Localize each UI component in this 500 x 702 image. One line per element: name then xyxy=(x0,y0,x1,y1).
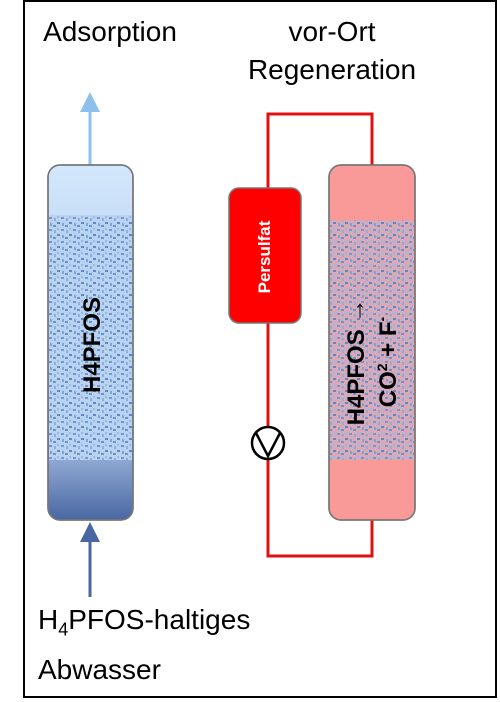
right-column-label-line1: H4PFOS → xyxy=(343,299,370,426)
regeneration-heading-line2: Regeneration xyxy=(247,54,417,85)
pump-icon xyxy=(250,425,286,461)
right-column-label-line2: CO2 + F- xyxy=(374,316,402,407)
inflow-label-line1: H4PFOS-haltiges xyxy=(38,604,251,640)
outflow-arrow xyxy=(80,92,100,165)
adsorption-heading: Adsorption xyxy=(43,16,177,47)
inflow-label-line2: Abwasser xyxy=(38,653,161,685)
persulfat-tank xyxy=(228,187,302,324)
adsorption-column xyxy=(47,164,134,521)
persulfat-label: Persulfat xyxy=(255,220,274,293)
inflow-arrow xyxy=(80,522,100,597)
inflow-label: H4PFOS-haltiges Abwasser xyxy=(38,600,250,690)
regeneration-heading-line1: vor-Ort xyxy=(288,16,376,47)
left-column-label: H4PFOS xyxy=(79,297,106,393)
regeneration-loop xyxy=(266,112,374,558)
regeneration-column xyxy=(328,164,416,521)
